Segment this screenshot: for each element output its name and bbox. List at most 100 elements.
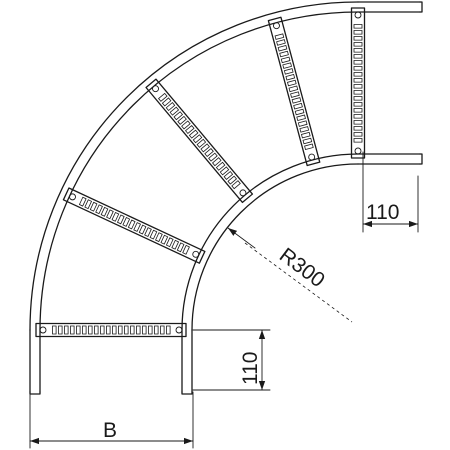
inner-rail-inner-edge bbox=[181, 153, 359, 331]
rung-slot bbox=[100, 206, 109, 217]
rung-slot bbox=[293, 102, 303, 110]
screw-head bbox=[69, 193, 76, 201]
rung-slot bbox=[149, 229, 158, 240]
rung-slot bbox=[122, 217, 131, 227]
rung-outline bbox=[145, 78, 254, 204]
rung-slot bbox=[353, 114, 363, 119]
rung-slot bbox=[227, 175, 237, 185]
rung-slot bbox=[133, 222, 141, 232]
rung-slot bbox=[100, 325, 105, 335]
screw-head bbox=[152, 85, 159, 93]
rung-slot bbox=[353, 108, 363, 113]
rung-slot bbox=[94, 325, 99, 335]
rung-slot bbox=[353, 96, 363, 101]
rung bbox=[350, 7, 366, 159]
rung-slot bbox=[353, 66, 363, 71]
rung-slot bbox=[136, 325, 141, 335]
rung-slot bbox=[280, 56, 291, 64]
dim-label-radius: R300 bbox=[275, 244, 329, 293]
rung-slot bbox=[288, 85, 299, 93]
inner-rail-outer-edge bbox=[191, 163, 359, 331]
bottom-extension-outer-end bbox=[29, 391, 41, 395]
rung-slot bbox=[211, 157, 222, 167]
rung-slot bbox=[215, 161, 226, 171]
rung-slot bbox=[353, 78, 363, 83]
rung bbox=[145, 78, 254, 204]
rung-slot bbox=[127, 219, 136, 230]
top-extension-outer-end bbox=[419, 1, 423, 13]
rung-slot bbox=[76, 325, 81, 335]
rung-slot bbox=[353, 42, 363, 47]
rung-slot bbox=[148, 325, 153, 335]
rung-slot bbox=[353, 120, 363, 125]
screw-head bbox=[175, 326, 183, 334]
rung-slot bbox=[155, 232, 163, 243]
screw-head bbox=[273, 22, 280, 30]
bottom-extension-inner-end bbox=[181, 391, 193, 395]
rung-slot bbox=[353, 90, 363, 95]
rung-slot bbox=[283, 68, 294, 75]
rung-slot bbox=[276, 39, 286, 46]
rung-slot bbox=[274, 33, 285, 40]
rung-slot bbox=[171, 239, 180, 250]
rung-slot bbox=[165, 102, 176, 112]
rung-slot bbox=[84, 199, 93, 210]
rung-slot bbox=[282, 62, 292, 69]
dim-label-width: B bbox=[103, 419, 117, 442]
rung-slot bbox=[353, 72, 363, 77]
rung-slot bbox=[353, 102, 363, 107]
rung-slot bbox=[138, 224, 147, 235]
rung-slot bbox=[169, 106, 180, 116]
rung-outline bbox=[267, 16, 321, 167]
dim-label-horizontal-110: 110 bbox=[366, 201, 399, 224]
rung-slot bbox=[208, 152, 218, 162]
screw-head bbox=[39, 326, 47, 334]
screw-head bbox=[192, 250, 200, 258]
rung-slot bbox=[353, 24, 363, 29]
outer-rail-inner-edge bbox=[39, 11, 359, 331]
rung-slot bbox=[299, 126, 310, 133]
outer-rail-outer-edge bbox=[29, 1, 359, 331]
rung-slot bbox=[176, 242, 185, 253]
rung-slot bbox=[112, 325, 117, 335]
rung-slot bbox=[296, 114, 306, 122]
dimension-lines bbox=[29, 151, 419, 449]
rung-slot bbox=[111, 211, 120, 222]
rung-slot bbox=[223, 170, 234, 181]
rung-outline bbox=[35, 322, 187, 338]
rung-slot bbox=[173, 111, 183, 121]
rung-slot bbox=[154, 325, 159, 335]
rung-slot bbox=[353, 54, 363, 59]
screw-head bbox=[354, 11, 362, 19]
rung-slot bbox=[279, 50, 289, 58]
rung-slot bbox=[95, 204, 103, 215]
rung-slot bbox=[353, 30, 363, 35]
rung bbox=[35, 322, 187, 338]
rung-slot bbox=[297, 120, 308, 127]
rung-slot bbox=[161, 97, 172, 107]
rung-slot bbox=[196, 138, 207, 148]
rung-slot bbox=[144, 227, 152, 237]
rung-slot bbox=[177, 115, 187, 125]
rung-slot bbox=[353, 60, 363, 65]
rung-slot bbox=[88, 325, 93, 335]
rung-slot bbox=[158, 92, 168, 102]
rung-slot bbox=[106, 209, 114, 220]
rung-slot bbox=[181, 120, 191, 130]
rung-slot bbox=[304, 143, 314, 151]
rung-slot bbox=[116, 214, 125, 225]
rung-slot bbox=[142, 325, 147, 335]
rung-slot bbox=[353, 84, 363, 89]
rung-slot bbox=[353, 132, 363, 137]
rung-slot bbox=[290, 91, 300, 98]
rung bbox=[62, 187, 206, 264]
rungs bbox=[35, 7, 366, 338]
rung-slot bbox=[200, 143, 210, 153]
rung-slot bbox=[82, 325, 87, 335]
rung-slot bbox=[64, 325, 69, 335]
rung-slot bbox=[165, 237, 174, 248]
rung-slot bbox=[160, 325, 165, 335]
rung-slot bbox=[219, 166, 230, 176]
rung-slot bbox=[78, 196, 87, 207]
